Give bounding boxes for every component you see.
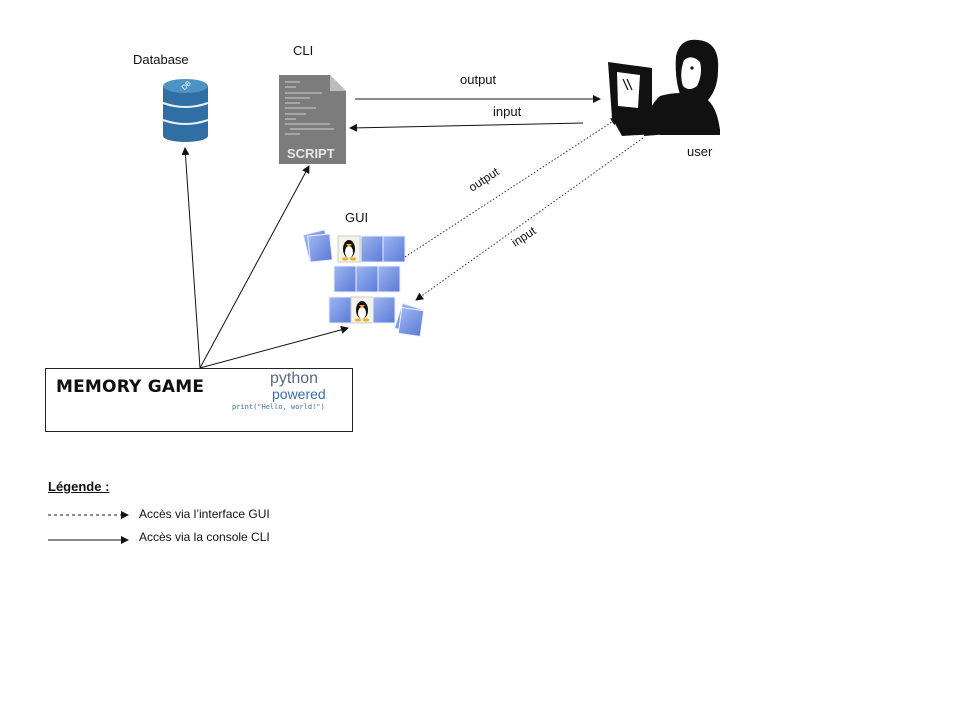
edge-label-gui-to-user: output [466,164,502,194]
python-logo-word-python: python [270,370,319,387]
legend-solid-label: Accès via la console CLI [139,530,270,544]
penguin-icon [354,301,370,322]
edge-gui-to-user [404,117,619,258]
edge-main-to-database [181,147,201,369]
memory-card-stack [302,229,333,263]
python-logo-word-powered: powered [272,386,326,402]
edge-label-user-to-gui: input [509,223,539,249]
edge-label-user-to-cli: input [493,104,522,119]
edge-label-cli-to-user: output [460,72,497,87]
python-logo-print-text: print("Hello, world!") [232,403,325,411]
script-icon-text: SCRIPT [287,146,335,161]
user-at-computer-icon [608,39,720,136]
memory-card-stack [393,302,425,337]
memory-game-box: MEMORY GAME [45,368,353,432]
edge-user-to-gui [415,137,644,301]
cli-label: CLI [293,43,314,58]
gui-card-grid-icon [302,229,425,337]
gui-label: GUI [345,210,369,225]
solid-edges [181,95,601,369]
edge-main-to-gui [199,325,349,369]
edge-main-to-cli [199,165,310,369]
database-icon: DB [162,79,209,142]
legend-title: Légende : [48,479,110,494]
legend-dashed-label: Accès via l’interface GUI [139,507,270,521]
database-label: Database [133,52,189,67]
edge-user-to-cli [349,122,584,132]
dotted-edges [404,117,644,301]
memory-game-title: MEMORY GAME [56,377,205,397]
user-label: user [687,144,713,159]
script-file-icon: SCRIPT [279,75,346,164]
penguin-icon [341,240,357,261]
